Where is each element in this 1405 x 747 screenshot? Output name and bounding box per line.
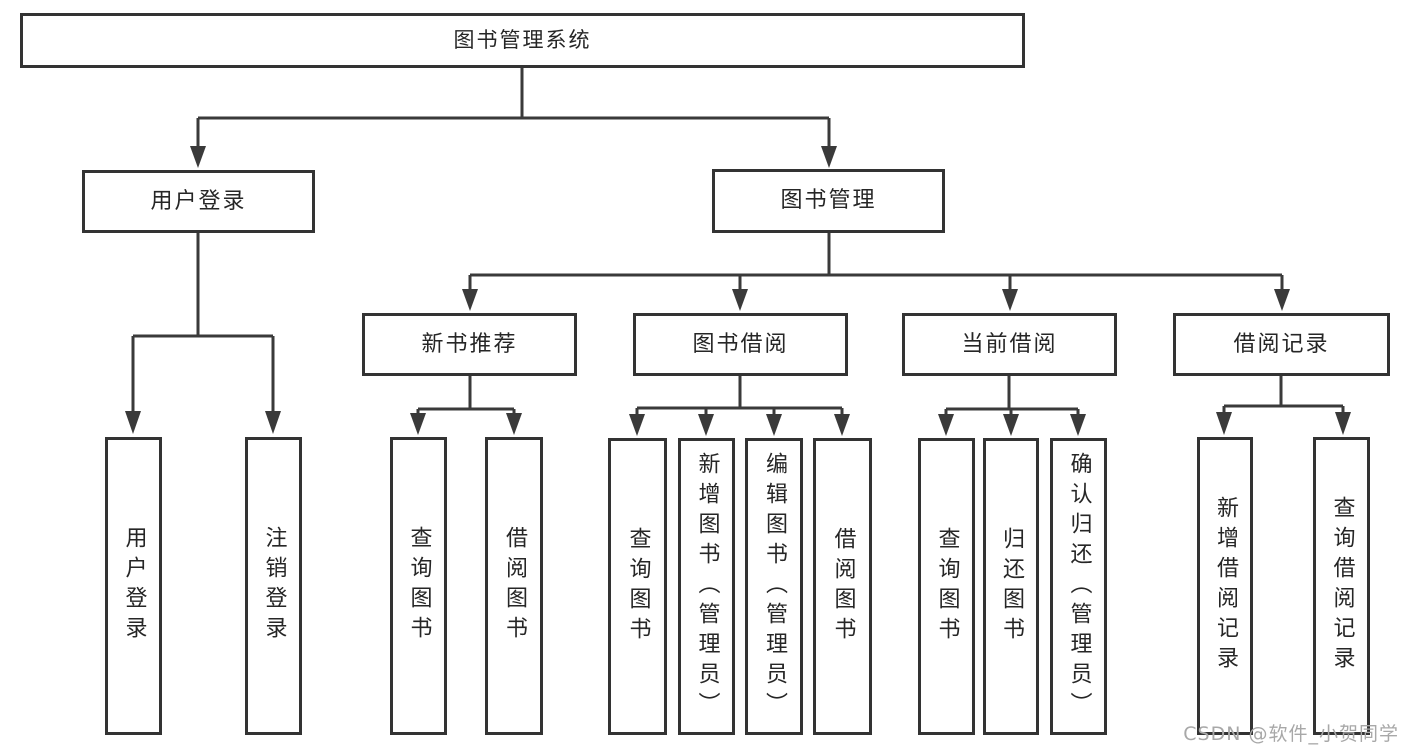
leaf-logout: 注销登录 [245,437,302,735]
leaf-add-borrow-record-label: 新增借阅记录 [1213,496,1238,676]
leaf-edit-books-admin: 编辑图书（管理员） [745,438,803,735]
node-book-management-label: 图书管理 [780,188,877,213]
leaf-edit-books-admin-label: 编辑图书（管理员） [762,451,787,722]
node-borrowing-records-label: 借阅记录 [1233,331,1330,357]
leaf-return-books: 归还图书 [983,438,1039,735]
node-book-management: 图书管理 [712,169,945,233]
node-root-label: 图书管理系统 [453,28,592,52]
leaf-user-login-label: 用户登录 [121,526,147,646]
node-current-borrowing-label: 当前借阅 [961,331,1058,357]
node-user-login-label: 用户登录 [150,188,247,214]
leaf-query-borrow-record-label: 查询借阅记录 [1329,496,1355,676]
leaf-borrow-books-recommend: 借阅图书 [485,437,543,735]
node-borrowing-records: 借阅记录 [1173,313,1390,376]
leaf-query-books-recommend: 查询图书 [390,437,447,735]
node-user-login: 用户登录 [82,170,315,233]
node-current-borrowing: 当前借阅 [902,313,1117,376]
leaf-borrow-books: 借阅图书 [813,438,872,735]
leaf-borrow-books-recommend-label: 借阅图书 [502,526,527,646]
leaf-add-books-admin: 新增图书（管理员） [678,438,735,735]
leaf-query-books-borrowing-label: 查询图书 [625,526,651,647]
leaf-add-borrow-record: 新增借阅记录 [1197,437,1253,735]
leaf-confirm-return-admin-label: 确认归还（管理员） [1066,451,1092,722]
leaf-add-books-admin-label: 新增图书（管理员） [694,451,720,722]
node-new-book-recommend-label: 新书推荐 [421,331,518,357]
node-root: 图书管理系统 [20,13,1025,68]
leaf-query-borrow-record: 查询借阅记录 [1313,437,1370,735]
node-book-borrowing: 图书借阅 [633,313,848,376]
leaf-query-books-borrowing: 查询图书 [608,438,667,735]
node-new-book-recommend: 新书推荐 [362,313,577,376]
leaf-query-books-current: 查询图书 [918,438,975,735]
leaf-user-login: 用户登录 [105,437,162,735]
leaf-borrow-books-label: 借阅图书 [830,526,856,647]
watermark: CSDN @软件_小贺同学 [1183,723,1399,745]
leaf-confirm-return-admin: 确认归还（管理员） [1050,438,1107,735]
leaf-return-books-label: 归还图书 [999,526,1024,647]
leaf-logout-label: 注销登录 [261,526,287,646]
node-book-borrowing-label: 图书借阅 [692,331,789,357]
leaf-query-books-recommend-label: 查询图书 [406,526,432,646]
leaf-query-books-current-label: 查询图书 [934,526,960,647]
